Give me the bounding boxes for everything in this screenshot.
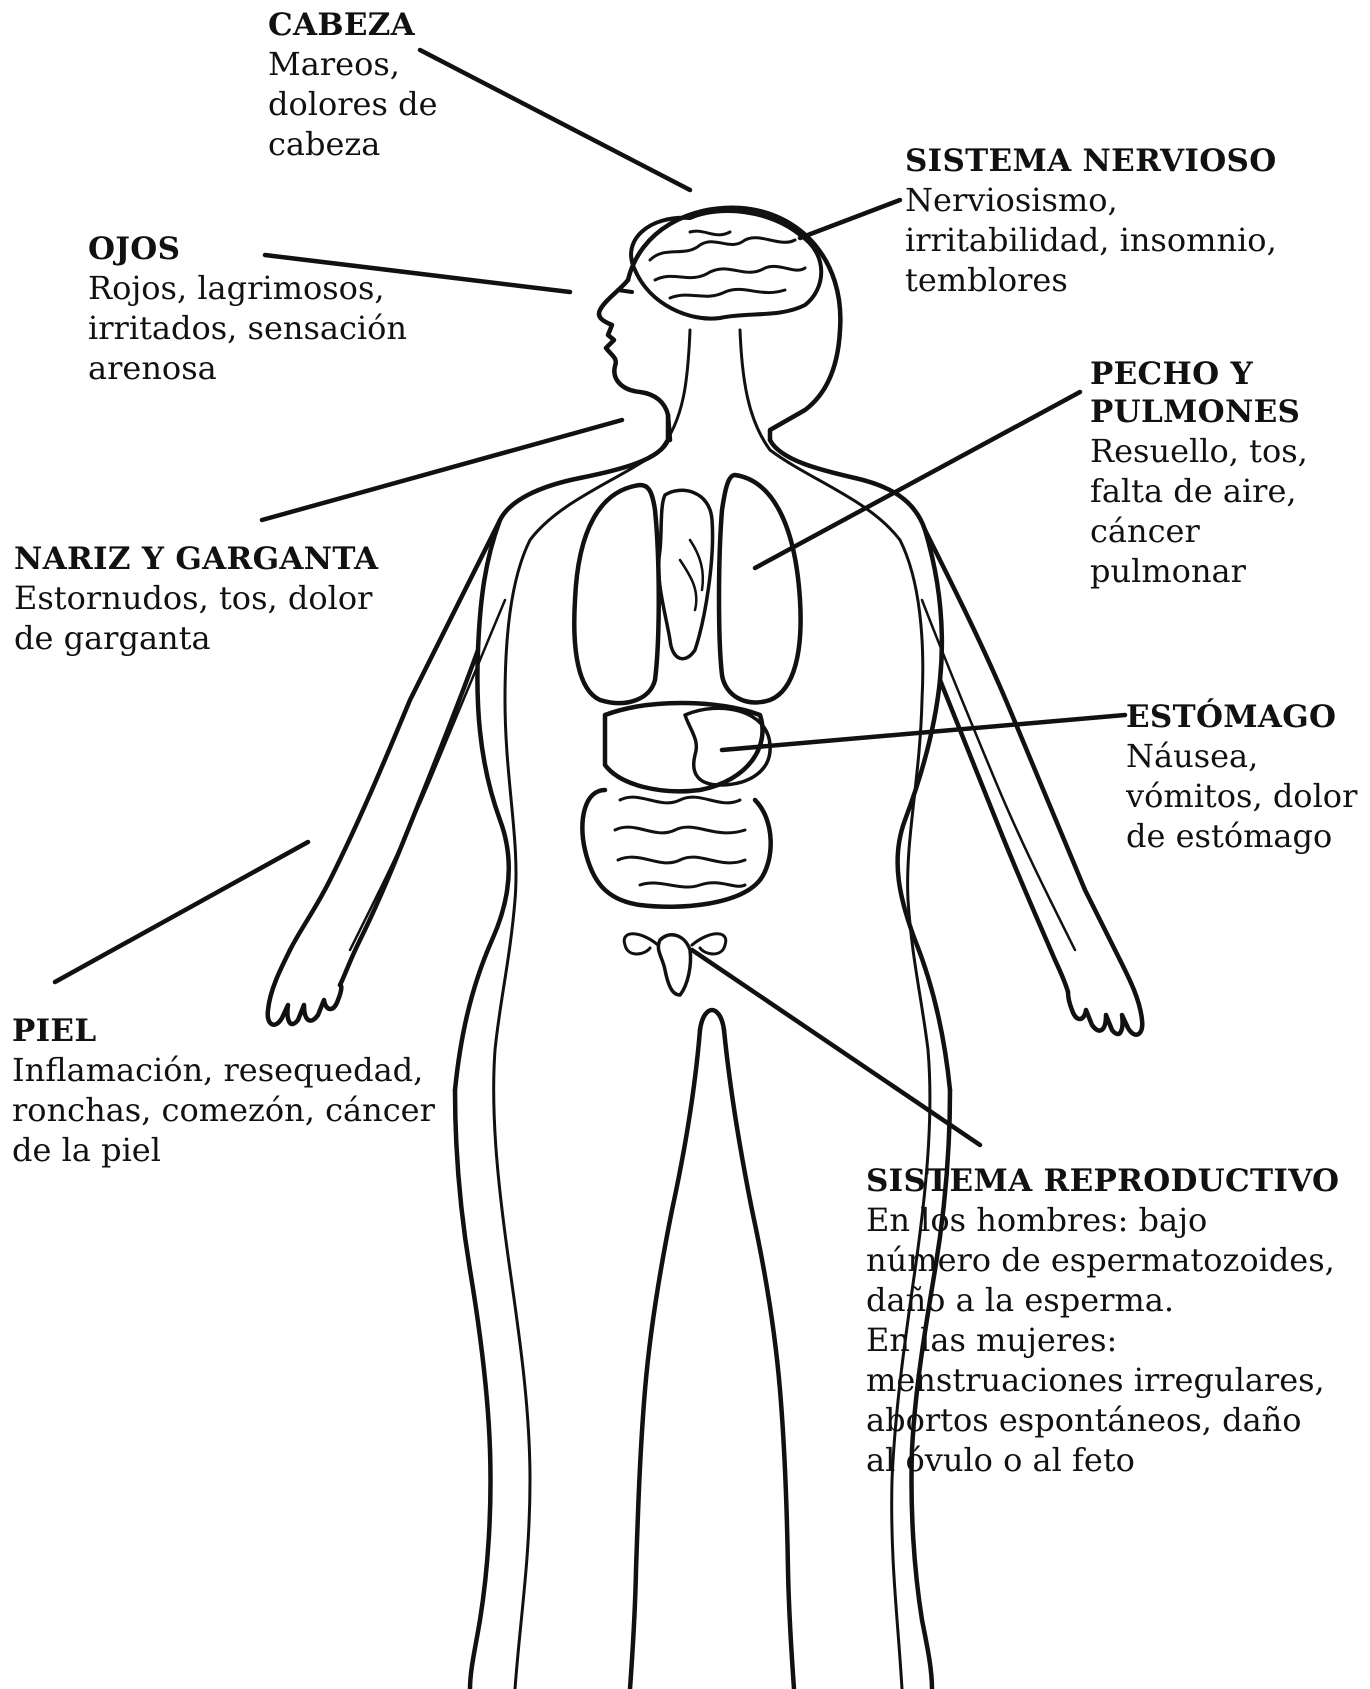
label-title: CABEZA	[268, 6, 438, 44]
torso-right	[898, 530, 950, 1090]
lung-left	[574, 485, 658, 703]
label-description: Estornudos, tos, dolor de garganta	[14, 578, 378, 658]
label-sistema-nervioso: SISTEMA NERVIOSO Nerviosismo, irritabili…	[905, 142, 1277, 300]
uterus	[658, 935, 690, 995]
left-leg-inner	[630, 1030, 700, 1689]
leader-estomago	[722, 715, 1125, 750]
label-piel: PIEL Inflamación, resequedad, ronchas, c…	[12, 1012, 435, 1170]
label-description: Resuello, tos, falta de aire, cáncer pul…	[1090, 431, 1308, 591]
eye	[618, 290, 632, 292]
label-cabeza: CABEZA Mareos, dolores de cabeza	[268, 6, 438, 164]
brain-folds	[650, 231, 805, 298]
leader-nervioso	[800, 200, 900, 238]
right-hand	[1068, 960, 1142, 1035]
heart	[659, 490, 713, 658]
label-description: Rojos, lagrimosos, irritados, sensación …	[88, 268, 407, 388]
face-profile	[599, 280, 670, 440]
small-intestine	[615, 797, 745, 887]
label-description: En los hombres: bajo número de espermato…	[866, 1200, 1339, 1480]
label-sistema-reproductivo: SISTEMA REPRODUCTIVO En los hombres: baj…	[866, 1162, 1339, 1480]
label-ojos: OJOS Rojos, lagrimosos, irritados, sensa…	[88, 230, 407, 388]
large-intestine	[582, 790, 770, 907]
nerve-right	[740, 330, 930, 1689]
label-pecho-pulmones: PECHO Y PULMONES Resuello, tos, falta de…	[1090, 355, 1308, 591]
label-title: NARIZ Y GARGANTA	[14, 540, 378, 578]
leader-pecho	[755, 392, 1080, 568]
brain-outline	[631, 211, 821, 319]
right-leg-inner	[724, 1030, 794, 1689]
label-description: Nerviosismo, irritabilidad, insomnio, te…	[905, 180, 1277, 300]
label-description: Náusea, vómitos, dolor de estómago	[1126, 736, 1357, 856]
label-description: Inflamación, resequedad, ronchas, comezó…	[12, 1050, 435, 1170]
crotch	[700, 1010, 724, 1030]
label-title: PIEL	[12, 1012, 435, 1050]
label-title: SISTEMA REPRODUCTIVO	[866, 1162, 1339, 1200]
leader-piel	[55, 842, 308, 982]
leader-cabeza	[420, 50, 690, 190]
label-title: ESTÓMAGO	[1126, 698, 1357, 736]
label-estomago: ESTÓMAGO Náusea, vómitos, dolor de estóm…	[1126, 698, 1357, 856]
label-title: PECHO Y PULMONES	[1090, 355, 1308, 431]
label-title: SISTEMA NERVIOSO	[905, 142, 1277, 180]
right-arm-outer	[925, 530, 1120, 960]
label-nariz-garganta: NARIZ Y GARGANTA Estornudos, tos, dolor …	[14, 540, 378, 658]
nerve-arm-right	[922, 600, 1075, 950]
ovary-left	[624, 934, 658, 954]
lung-right	[719, 475, 801, 702]
heart-vessels	[680, 540, 703, 610]
label-title: OJOS	[88, 230, 407, 268]
left-leg-outer	[455, 1090, 491, 1689]
label-description: Mareos, dolores de cabeza	[268, 44, 438, 164]
